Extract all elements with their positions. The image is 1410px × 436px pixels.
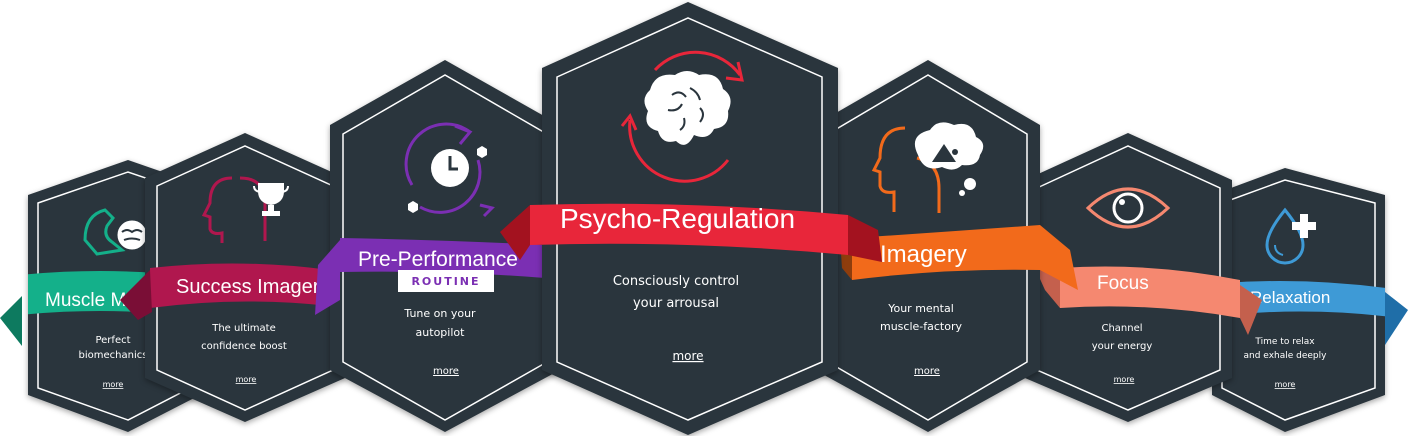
focus-line1: Channel xyxy=(1101,323,1142,334)
psycho-line1: Consciously control xyxy=(613,274,739,289)
psycho-more-link[interactable]: more xyxy=(672,349,703,363)
preperf-title: Pre-Performance xyxy=(358,248,518,271)
brain-cycle-icon xyxy=(620,50,744,183)
success-line2: confidence boost xyxy=(201,341,287,352)
clock-cycle-icon xyxy=(404,122,495,218)
imagery-more-link[interactable]: more xyxy=(914,366,940,377)
relax-line1: Time to relax xyxy=(1254,337,1315,347)
eye-icon xyxy=(1085,187,1171,229)
imagery-title: Imagery xyxy=(880,241,967,268)
card-psycho-regulation[interactable]: Psycho-Regulation Consciously control yo… xyxy=(500,2,882,435)
imagery-line2: muscle-factory xyxy=(880,320,962,333)
relax-more-link[interactable]: more xyxy=(1275,380,1296,389)
psycho-title: Psycho-Regulation xyxy=(560,203,795,234)
flexed-arm-brain-icon xyxy=(83,208,147,256)
psycho-line2: your arrousal xyxy=(633,296,719,311)
card-imagery[interactable]: Imagery Your mental muscle-factory more xyxy=(815,60,1078,432)
card-relaxation[interactable]: Relaxation Time to relax and exhale deep… xyxy=(1200,168,1408,432)
card-pre-performance[interactable]: Pre-Performance ROUTINE Tune on your aut… xyxy=(315,60,560,432)
preperf-line2: autopilot xyxy=(416,326,466,339)
success-title: Success Imagery xyxy=(176,276,329,298)
preperf-line1: Tune on your xyxy=(403,307,476,320)
focus-more-link[interactable]: more xyxy=(1114,375,1135,384)
preperf-more-link[interactable]: more xyxy=(433,366,459,377)
card-focus[interactable]: Focus Channel your energy more xyxy=(1025,133,1262,422)
relax-line2: and exhale deeply xyxy=(1244,351,1328,361)
focus-line2: your energy xyxy=(1092,341,1153,352)
relax-title: Relaxation xyxy=(1250,288,1330,307)
muscle-line2: biomechanics xyxy=(79,350,148,361)
imagery-line1: Your mental xyxy=(887,302,954,315)
head-thought-image-icon xyxy=(871,122,984,213)
routine-badge xyxy=(398,270,494,292)
success-more-link[interactable]: more xyxy=(236,375,257,384)
focus-title: Focus xyxy=(1097,273,1149,294)
head-trophy-icon xyxy=(201,176,289,243)
routine-badge-text: ROUTINE xyxy=(411,275,480,288)
water-drop-plus-icon xyxy=(1265,207,1316,265)
muscle-more-link[interactable]: more xyxy=(103,380,124,389)
success-line1: The ultimate xyxy=(211,323,276,334)
card-success-imagery[interactable]: Success Imagery The ultimate confidence … xyxy=(120,133,345,422)
muscle-line1: Perfect xyxy=(95,335,130,346)
